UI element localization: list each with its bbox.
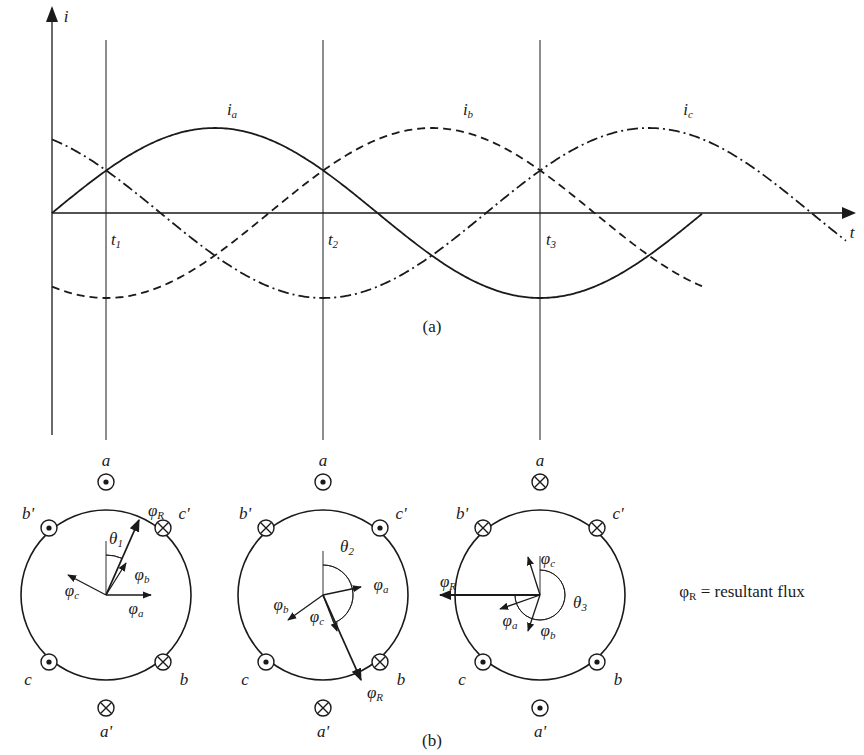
conductor-label: c' [178,505,189,522]
flux-label: φc [310,608,324,627]
conductor-dot [315,474,331,490]
conductor-label: b [614,671,623,688]
reference-axis [106,541,107,595]
resultant-flux-vector [323,595,361,680]
flux-label: φb [541,622,556,641]
current-axis [51,8,52,435]
curve-label: ic [683,101,693,120]
conductor-label: a' [100,723,112,740]
conductor-label: b [397,671,406,688]
conductor-label: b [180,671,189,688]
angle-label: θ3 [573,594,587,613]
phase-b-current [52,128,702,298]
flux-label: φa [374,576,389,595]
phase-flux-vector [528,595,540,631]
stator-section [238,474,408,716]
axis-arrow [46,6,58,22]
conductor-cross [589,520,605,536]
figure-part-label: (a) [423,318,442,335]
phase-a-current [52,128,702,298]
phase-c-current [52,128,846,298]
flux-label: φR [440,573,456,592]
reference-axis [323,551,324,595]
resultant-flux-vector [106,520,139,595]
reference-axis [540,556,541,595]
conductor-dot [41,654,57,670]
stator-section [440,474,625,716]
conductor-cross [155,520,171,536]
conductor-dot [258,654,274,670]
conductor-label: b' [456,505,468,522]
phase-flux-vector [528,557,540,595]
flux-label: φa [503,612,518,631]
phase-flux-vector [323,587,361,595]
conductor-dot [475,654,491,670]
conductor-label: a' [534,723,546,740]
conductor-dot [98,474,114,490]
time-marker-line [106,40,107,440]
conductor-cross [155,654,171,670]
conductor-label: c [458,671,466,688]
conductor-cross [532,474,548,490]
conductor-dot [532,700,548,716]
conductor-cross [98,700,114,716]
conductor-cross [258,520,274,536]
angle-arc [106,555,122,558]
time-axis [52,212,842,213]
angle-arc [515,570,565,620]
stator-circle [21,510,191,680]
phase-flux-vector [323,595,337,631]
time-label: t3 [546,231,556,250]
flux-label: φR [367,684,383,703]
phase-flux-vector [106,563,126,595]
flux-legend-note: φR = resultant flux [679,583,804,602]
curve-label: ib [463,101,473,120]
phase-flux-vector [106,594,151,595]
angle-label: θ2 [340,538,354,557]
angle-label: θ1 [109,530,123,549]
stator-circle [238,510,408,680]
conductor-label: a' [317,723,329,740]
flux-label: φb [274,596,289,615]
flux-label: φc [65,582,79,601]
conductor-label: b' [239,505,251,522]
figure-part-label: (b) [422,732,442,749]
time-marker-line [540,40,541,440]
conductor-label: a [536,452,545,469]
phase-flux-vector [500,595,540,609]
conductor-label: b' [22,505,34,522]
flux-label: φc [541,550,555,569]
axis-label: t [850,224,855,241]
time-label: t1 [111,231,121,250]
angle-arc [323,565,353,622]
conductor-label: c' [395,505,406,522]
stator-section [21,474,191,716]
flux-label: φR [148,502,164,521]
axis-label: i [64,8,69,25]
curve-label: ia [227,101,237,120]
conductor-label: a [102,452,111,469]
conductor-label: a [319,452,328,469]
conductor-label: c' [612,505,623,522]
conductor-dot [372,520,388,536]
axis-arrow [842,207,856,219]
resultant-flux-vector [440,594,540,596]
conductor-label: c [24,671,32,688]
conductor-cross [372,654,388,670]
flux-label: φb [135,566,150,585]
conductor-cross [475,520,491,536]
time-marker-line [323,40,324,440]
conductor-dot [589,654,605,670]
conductor-dot [41,520,57,536]
conductor-cross [315,700,331,716]
time-label: t2 [328,231,338,250]
flux-label: φa [129,600,144,619]
conductor-label: c [241,671,249,688]
